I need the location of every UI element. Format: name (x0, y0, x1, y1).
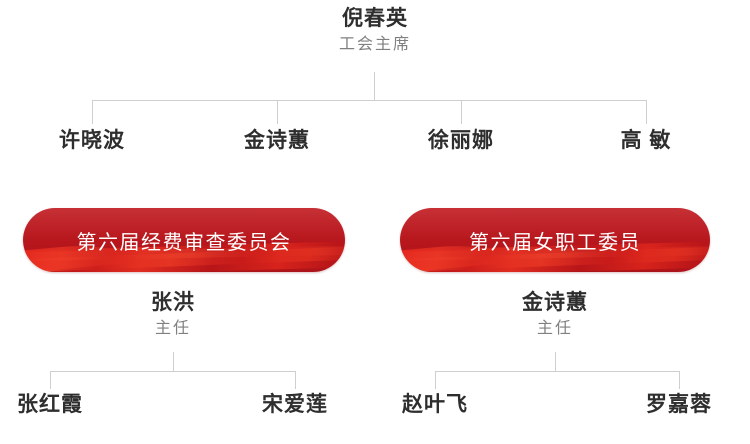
node-committee-1-head-title: 主任 (154, 320, 191, 337)
connector-committee-1-drop-right (295, 371, 296, 389)
node-committee-2-head-title: 主任 (536, 320, 573, 337)
node-root-title: 工会主席 (338, 36, 411, 53)
committee-banner-women-label: 第六届女职工委员 (469, 231, 641, 254)
connector-committee-2-drop-right (679, 371, 680, 389)
connector-drop-4 (646, 100, 647, 124)
connector-committee-1-drop-left (50, 371, 51, 389)
node-committee-1-member-1[interactable]: 张红霞 (0, 392, 130, 418)
node-committee-2-member-2[interactable]: 罗嘉蓉 (599, 392, 750, 418)
connector-committee-2-bar (435, 371, 680, 372)
node-committee-2-member-1-name: 赵叶飞 (402, 393, 468, 416)
node-officer-2-name: 金诗蕙 (244, 129, 310, 152)
node-officer-1-name: 许晓波 (59, 129, 125, 152)
node-committee-2-member-2-name: 罗嘉蓉 (646, 393, 712, 416)
connector-committee-1-bar (50, 371, 296, 372)
connector-drop-1 (92, 100, 93, 124)
node-committee-1-member-2[interactable]: 宋爱莲 (215, 392, 375, 418)
node-officer-3[interactable]: 徐丽娜 (381, 128, 541, 154)
node-committee-2-head-name: 金诗蕙 (522, 291, 588, 314)
committee-banner-finance[interactable]: 第六届经费审查委员会 (23, 208, 345, 272)
node-officer-3-name: 徐丽娜 (428, 129, 494, 152)
connector-committee-2-stem (555, 352, 556, 371)
node-committee-2-member-1[interactable]: 赵叶飞 (355, 392, 515, 418)
node-root[interactable]: 倪春英 工会主席 (275, 6, 475, 56)
node-committee-1-member-1-name: 张红霞 (17, 393, 83, 416)
connector-drop-3 (461, 100, 462, 124)
node-committee-1-head[interactable]: 张洪 主任 (93, 290, 253, 340)
node-committee-2-head[interactable]: 金诗蕙 主任 (475, 290, 635, 340)
connector-drop-2 (277, 100, 278, 124)
node-officer-2[interactable]: 金诗蕙 (197, 128, 357, 154)
node-root-name: 倪春英 (342, 7, 408, 30)
connector-committee-2-drop-left (435, 371, 436, 389)
node-officer-1[interactable]: 许晓波 (12, 128, 172, 154)
committee-banner-finance-label: 第六届经费审查委员会 (76, 231, 292, 254)
node-officer-4-name: 高 敏 (620, 129, 672, 152)
committee-banner-women[interactable]: 第六届女职工委员 (400, 208, 710, 272)
connector-root-bar (92, 100, 646, 101)
node-officer-4[interactable]: 高 敏 (566, 128, 726, 154)
node-committee-1-head-name: 张洪 (151, 291, 195, 314)
connector-committee-1-stem (173, 352, 174, 371)
node-committee-1-member-2-name: 宋爱莲 (262, 393, 328, 416)
connector-root-stem (374, 72, 375, 100)
